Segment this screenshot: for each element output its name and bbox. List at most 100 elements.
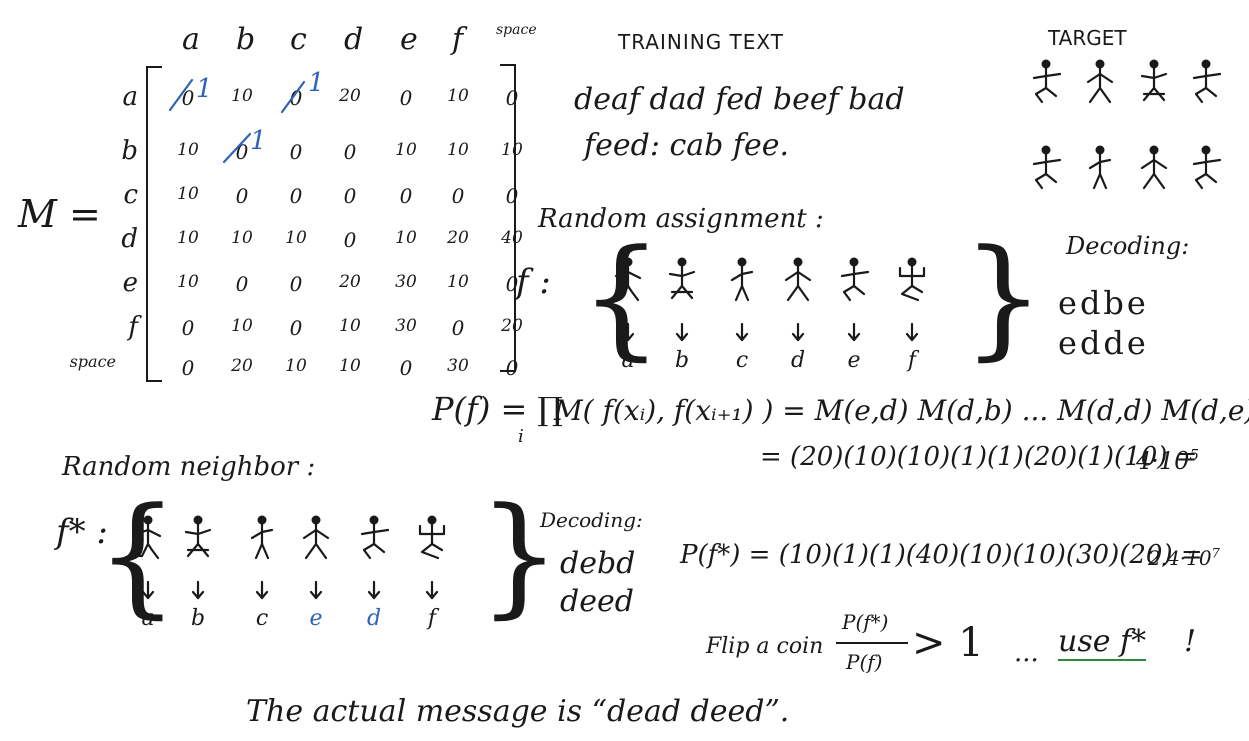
matrix-correction-aa: 1 — [196, 74, 213, 104]
stick-figure-icon — [360, 515, 390, 560]
matrix-cell: 0 — [505, 86, 519, 110]
matrix-cell: 10 — [285, 356, 307, 376]
stick-figure-icon — [614, 257, 642, 302]
matrix-cell: 10 — [285, 228, 307, 248]
matrix-right-bracket — [500, 64, 516, 372]
matrix-row-header: e — [122, 268, 138, 298]
matrix-row-header: d — [121, 224, 138, 254]
matrix-col-header: b — [236, 22, 256, 57]
assignment-letter: c — [735, 348, 749, 373]
matrix-row-header: a — [122, 82, 138, 112]
down-arrow-icon — [735, 322, 749, 342]
neighbor-letter: b — [190, 606, 206, 631]
probability-star-result-exp: 7 — [1211, 546, 1220, 562]
matrix-cell: 30 — [395, 316, 417, 336]
matrix-col-header: a — [182, 22, 200, 57]
matrix-cell: 0 — [235, 184, 249, 208]
probability-result-exp: 5 — [1189, 446, 1199, 464]
matrix-correction-ac: 1 — [308, 68, 325, 98]
stick-figure-icon — [134, 515, 162, 560]
stick-figure-icon — [1192, 145, 1222, 190]
matrix-row-header: b — [121, 136, 138, 166]
assignment-close-brace: } — [962, 221, 1045, 373]
random-neighbor-title: Random neighbor : — [62, 452, 316, 482]
matrix-cell: 0 — [343, 228, 357, 252]
decoding-line-1: edbe — [1058, 284, 1149, 322]
random-assignment-title: Random assignment : — [538, 204, 824, 234]
flip-label: Flip a coin — [706, 634, 824, 659]
probability-expr: M( f(xᵢ), f(xᵢ₊₁) ) = M(e,d) M(d,b) ... … — [554, 394, 1249, 427]
probability-index: i — [518, 426, 524, 447]
assignment-stick-figures — [614, 257, 926, 342]
flip-numerator: P(f*) — [842, 610, 889, 634]
matrix-cell: 20 — [501, 316, 523, 336]
down-arrow-icon — [847, 322, 861, 342]
matrix-cell: 0 — [289, 140, 303, 164]
matrix-cell: 10 — [447, 140, 469, 160]
matrix-cell: 0 — [451, 316, 465, 340]
stick-figure-icon — [184, 515, 212, 558]
down-arrow-icon — [621, 322, 635, 342]
flip-fraction-bar — [836, 642, 908, 644]
matrix-cell: 10 — [177, 184, 199, 204]
stick-figure-icon — [1140, 59, 1168, 102]
matrix-cell: 0 — [235, 272, 249, 296]
neighbor-close-brace: } — [478, 479, 561, 631]
assignment-letter: f — [907, 348, 917, 373]
matrix-cell: 0 — [289, 86, 303, 110]
stick-figure-icon — [250, 515, 274, 560]
probability-line-2: = (20)(10)(10)(1)(1)(20)(1)(10) = — [760, 442, 1198, 472]
matrix-cell: 0 — [181, 316, 195, 340]
matrix-cell: 0 — [505, 356, 519, 380]
matrix-cell: 0 — [451, 184, 465, 208]
matrix-cell: 40 — [501, 228, 523, 248]
flip-bang: ! — [1184, 624, 1197, 659]
assignment-letter: e — [847, 348, 861, 373]
matrix-cell: 10 — [447, 86, 469, 106]
flip-denominator: P(f) — [846, 650, 883, 674]
neighbor-letter: e — [309, 606, 323, 631]
assignment-letter: d — [790, 348, 806, 373]
matrix-cell: 30 — [447, 356, 469, 376]
assignment-letter: b — [674, 348, 690, 373]
down-arrow-icon — [791, 322, 805, 342]
down-arrow-icon — [675, 322, 689, 342]
probability-lhs: P(f) = ∏ — [432, 390, 563, 428]
matrix-cell: 20 — [447, 228, 469, 248]
neighbor-stick-figures — [134, 515, 446, 600]
matrix-cell: 0 — [181, 86, 195, 110]
matrix-cell: 10 — [339, 356, 361, 376]
target-title: TARGET — [1048, 26, 1127, 50]
matrix-cell: 10 — [339, 316, 361, 336]
stick-figure-icon — [302, 515, 330, 560]
probability-star-result: 2.4·107 — [1148, 546, 1220, 570]
matrix-cell: 10 — [177, 272, 199, 292]
matrix-cell: 0 — [399, 184, 413, 208]
matrix-cell: 20 — [339, 272, 361, 292]
matrix-correction-bb: 1 — [250, 126, 267, 156]
stick-figure-icon — [1032, 59, 1062, 104]
assignment-letter: a — [621, 348, 635, 373]
matrix-cell: 10 — [177, 140, 199, 160]
flip-ellipsis: ... — [1014, 638, 1039, 668]
matrix-cell: 20 — [339, 86, 361, 106]
stick-figure-icon — [730, 257, 754, 302]
matrix-cell: 0 — [505, 184, 519, 208]
down-arrow-icon — [309, 580, 323, 600]
down-arrow-icon — [191, 580, 205, 600]
matrix-col-header: space — [496, 22, 537, 38]
conclusion-text: The actual message is “dead deed”. — [246, 694, 790, 729]
matrix-cell: 10 — [395, 140, 417, 160]
down-arrow-icon — [905, 322, 919, 342]
matrix-left-bracket — [146, 66, 162, 382]
down-arrow-icon — [255, 580, 269, 600]
stick-figure-icon — [898, 257, 926, 302]
matrix-cell: 0 — [289, 316, 303, 340]
matrix-cell: 10 — [231, 316, 253, 336]
matrix-cell: 10 — [177, 228, 199, 248]
stick-figure-icon — [418, 515, 446, 560]
matrix-cell: 0 — [289, 272, 303, 296]
matrix-col-header: e — [400, 22, 418, 57]
neighbor-letter: c — [255, 606, 269, 631]
